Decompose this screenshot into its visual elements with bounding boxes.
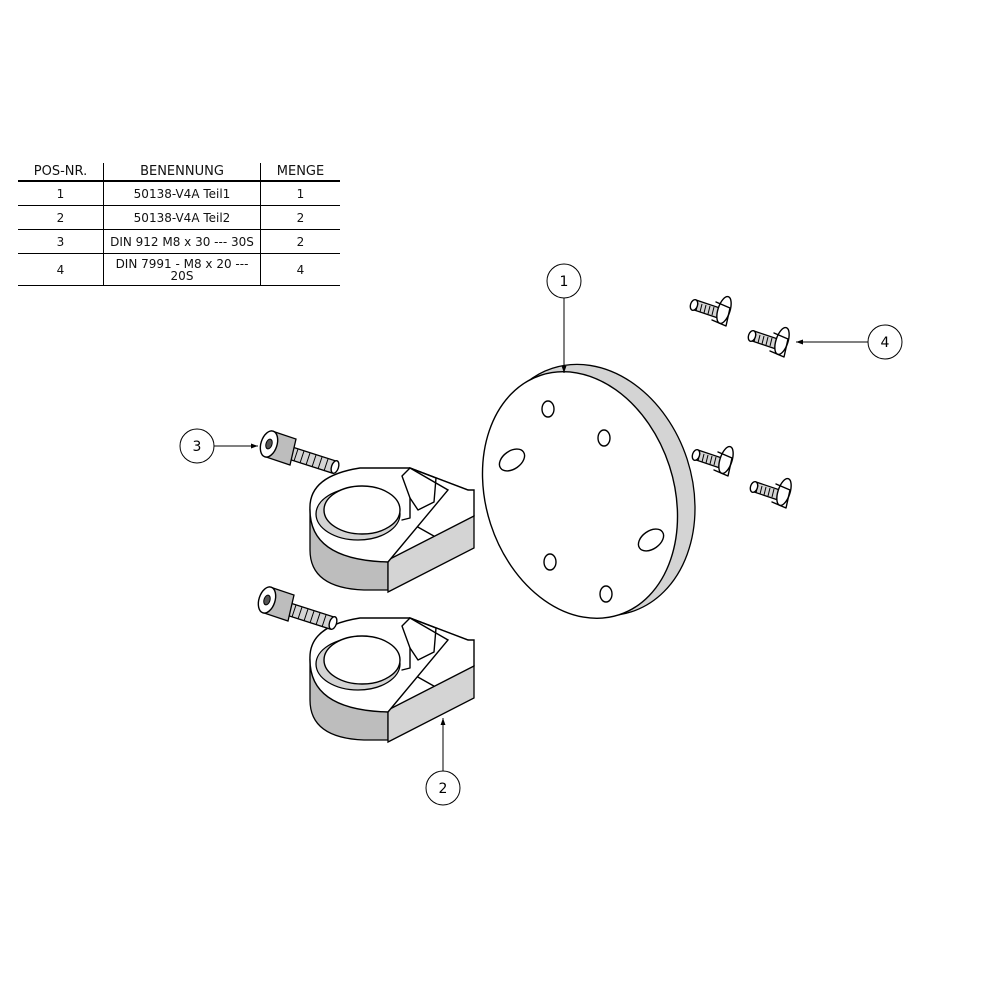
callout-balloon-4: 4 xyxy=(867,324,903,360)
header-menge: MENGE xyxy=(260,163,340,182)
clamp-bracket-part-2 xyxy=(309,467,475,743)
callout-balloon-1: 1 xyxy=(546,263,582,299)
callout-balloon-3: 3 xyxy=(179,428,215,464)
cell-pos: 4 xyxy=(18,253,104,286)
cell-qty: 2 xyxy=(260,205,340,230)
bill-of-materials-table: POS-NR. BENENNUNG MENGE 1 50138-V4A Teil… xyxy=(18,163,340,286)
callout-label-4: 4 xyxy=(881,335,890,351)
countersunk-screws-part-4 xyxy=(688,294,795,509)
cell-name: 50138-V4A Teil1 xyxy=(103,181,261,206)
table-row: 2 50138-V4A Teil2 2 xyxy=(18,205,340,230)
plate-part-1 xyxy=(481,363,696,620)
cell-name: 50138-V4A Teil2 xyxy=(103,205,261,230)
leader-lines xyxy=(214,298,868,771)
cell-pos: 3 xyxy=(18,229,104,254)
table-row: 4 DIN 7991 - M8 x 20 --- 20S 4 xyxy=(18,253,340,286)
table-row: 3 DIN 912 M8 x 30 --- 30S 2 xyxy=(18,229,340,254)
cell-qty: 1 xyxy=(260,181,340,206)
cell-qty: 2 xyxy=(260,229,340,254)
bom-header-row: POS-NR. BENENNUNG MENGE xyxy=(18,163,340,182)
cell-pos: 2 xyxy=(18,205,104,230)
callout-label-1: 1 xyxy=(560,274,569,290)
table-row: 1 50138-V4A Teil1 1 xyxy=(18,181,340,206)
cell-pos: 1 xyxy=(18,181,104,206)
cell-qty: 4 xyxy=(260,253,340,286)
callout-label-3: 3 xyxy=(193,439,202,455)
cell-name: DIN 912 M8 x 30 --- 30S xyxy=(103,229,261,254)
cell-name: DIN 7991 - M8 x 20 --- 20S xyxy=(103,253,261,286)
callout-balloon-2: 2 xyxy=(425,770,461,806)
callout-label-2: 2 xyxy=(439,781,448,797)
header-pos-nr: POS-NR. xyxy=(18,163,104,182)
header-benennung: BENENNUNG xyxy=(103,163,261,182)
